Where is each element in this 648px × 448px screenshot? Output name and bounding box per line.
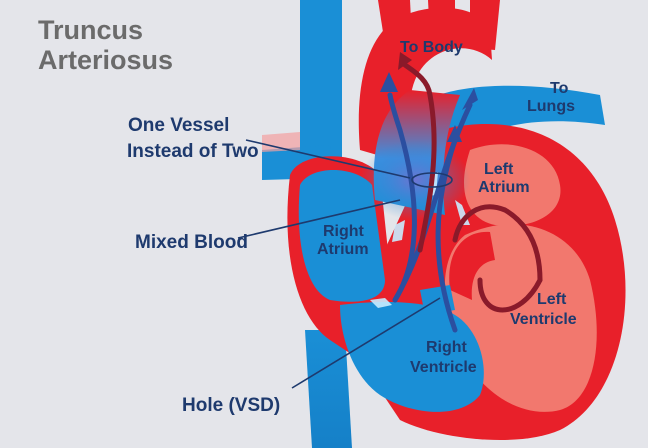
- label-right-ventricle-2: Ventricle: [410, 359, 477, 376]
- label-hole-vsd: Hole (VSD): [182, 395, 280, 416]
- label-one-vessel-2: Instead of Two: [127, 141, 259, 162]
- title-line-2: Arteriosus: [38, 45, 174, 75]
- label-left-atrium-2: Atrium: [478, 179, 530, 196]
- label-right-ventricle-1: Right: [426, 339, 468, 356]
- right-ventricle-chamber: [340, 302, 484, 412]
- label-to-lungs-2: Lungs: [527, 98, 575, 115]
- diagram-title: Truncus Arteriosus: [38, 15, 173, 75]
- label-mixed-blood: Mixed Blood: [135, 232, 248, 253]
- blood-flow-arrows: [387, 62, 543, 333]
- label-one-vessel-1: One Vessel: [128, 115, 229, 136]
- label-right-atrium-1: Right: [323, 223, 365, 240]
- title-line-1: Truncus: [38, 15, 144, 45]
- label-right-atrium-2: Atrium: [317, 241, 369, 258]
- label-left-ventricle-1: Left: [537, 291, 567, 308]
- pointer-lines: [237, 139, 453, 389]
- label-to-lungs-1: To: [550, 80, 569, 97]
- label-to-body: To Body: [400, 39, 463, 56]
- right-atrium-chamber: [298, 170, 385, 302]
- pulmonary-vein: [262, 132, 300, 152]
- arrowheads: [380, 52, 478, 142]
- label-left-atrium-1: Left: [484, 161, 514, 178]
- label-left-ventricle-2: Ventricle: [510, 311, 577, 328]
